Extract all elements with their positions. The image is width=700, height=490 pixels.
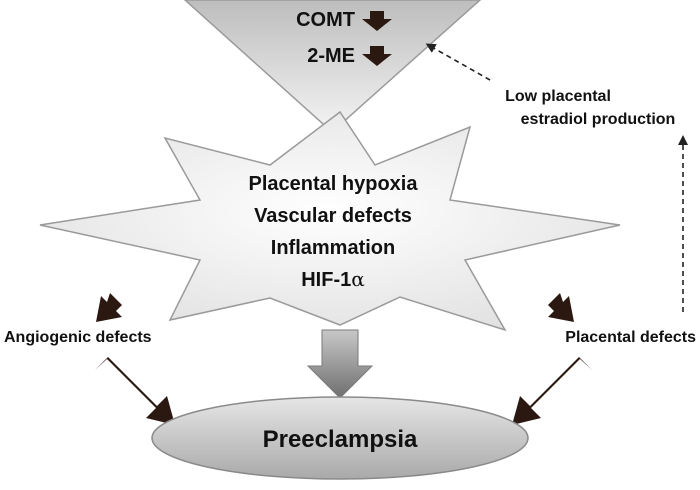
placental-to-outcome-arrow-icon bbox=[512, 357, 592, 425]
side-note-line-2: estradiol production bbox=[521, 111, 676, 128]
angiogenic-to-outcome-arrow-icon bbox=[95, 357, 175, 425]
star-to-placental-arrow-icon bbox=[548, 293, 574, 322]
star-line-vascular: Vascular defects bbox=[254, 205, 412, 227]
comt-down-arrow-icon bbox=[362, 11, 392, 31]
2me-label: 2-ME bbox=[307, 45, 355, 67]
angiogenic-defects-label: Angiogenic defects bbox=[4, 329, 152, 346]
side-note-line-1: Low placental bbox=[505, 88, 611, 105]
top-triangle bbox=[183, 0, 482, 134]
star-line-hif: HIF-1α bbox=[301, 267, 365, 291]
star-to-outcome-gray-arrow-icon bbox=[306, 329, 374, 399]
central-star bbox=[39, 110, 621, 332]
star-line-inflammation: Inflammation bbox=[271, 237, 395, 259]
hif-text: HIF-1 bbox=[301, 269, 351, 291]
outcome-ellipse bbox=[151, 396, 529, 480]
comt-label: COMT bbox=[296, 9, 355, 31]
star-line-hypoxia: Placental hypoxia bbox=[249, 173, 419, 195]
outcome-label: Preeclampsia bbox=[263, 426, 418, 453]
star-to-angiogenic-arrow-icon bbox=[96, 293, 122, 322]
placental-defects-label: Placental defects bbox=[565, 329, 696, 346]
hif-alpha-symbol: α bbox=[351, 267, 365, 291]
dashed-arrow-to-2me bbox=[425, 43, 491, 81]
2me-down-arrow-icon bbox=[362, 46, 392, 66]
